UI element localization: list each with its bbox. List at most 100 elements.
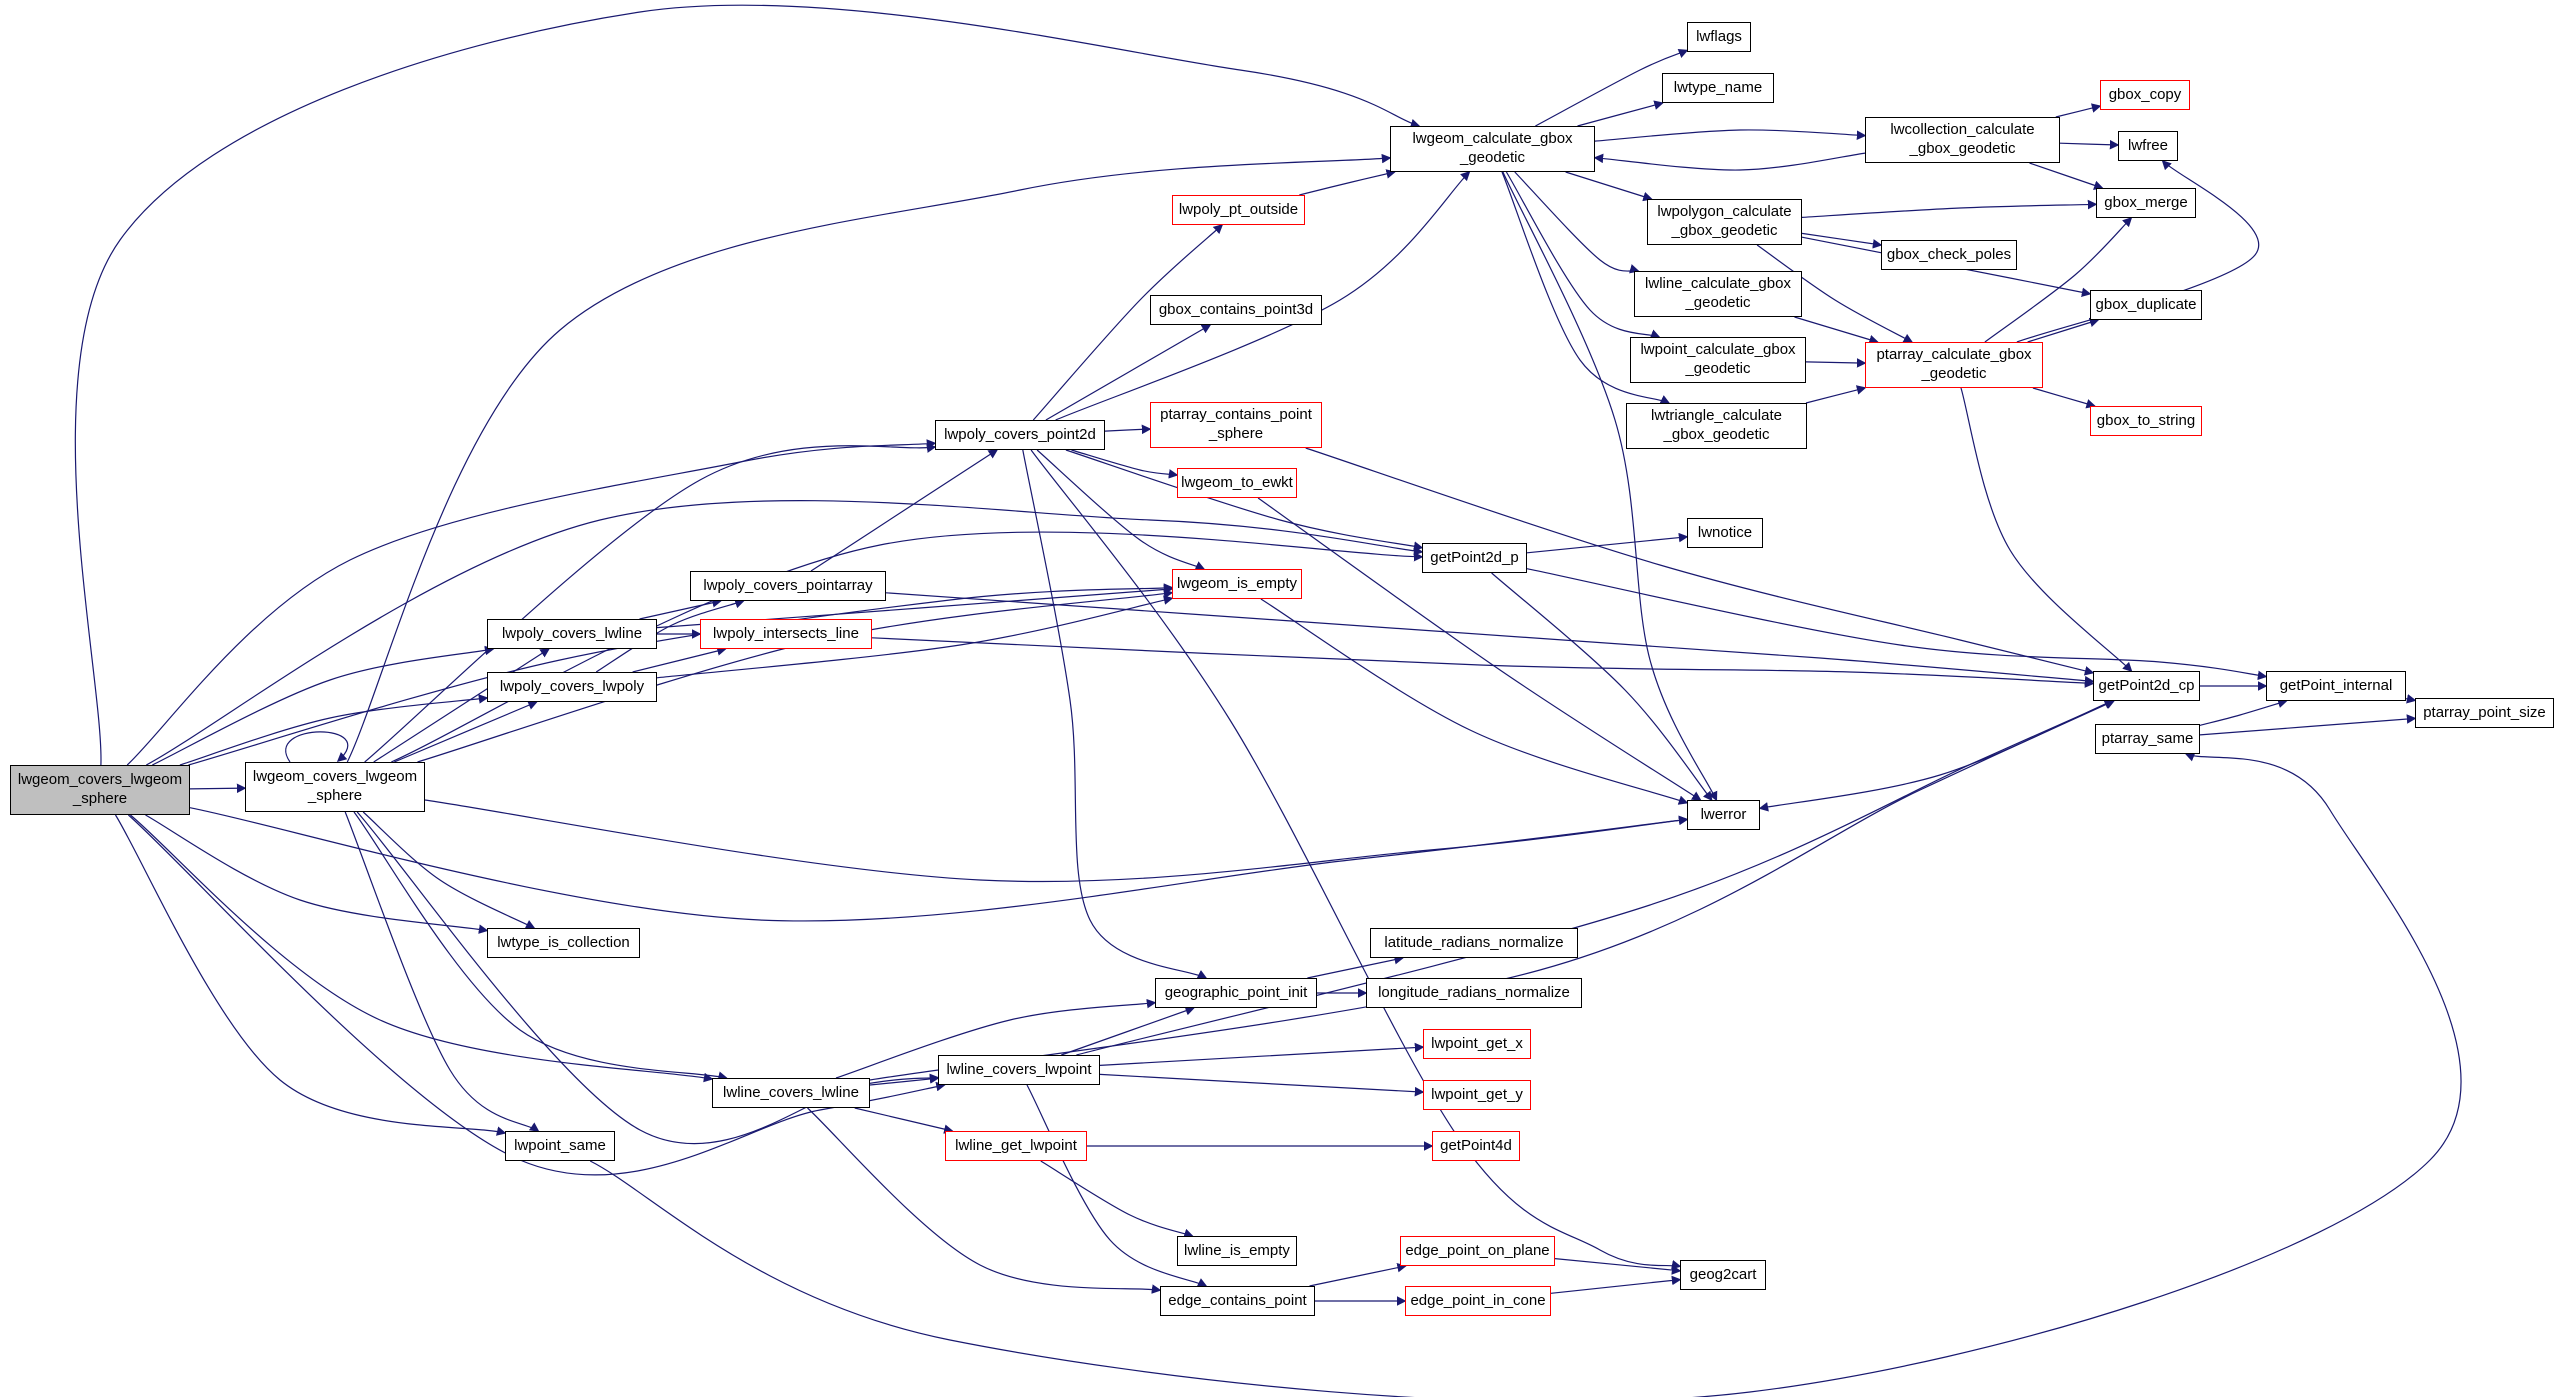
call-edge-pclp-pcpa [595, 599, 745, 673]
graph-node-pcp2d[interactable]: lwpoly_covers_point2d [935, 420, 1105, 450]
graph-node-gbox_merge[interactable]: gbox_merge [2096, 188, 2196, 218]
graph-node-gdup[interactable]: gbox_duplicate [2090, 290, 2202, 320]
graph-node-lptgg[interactable]: lwpoint_calculate_gbox _geodetic [1630, 337, 1806, 383]
graph-node-pcll[interactable]: lwpoly_covers_lwline [487, 619, 657, 649]
call-edge-ptgg-gdup [2027, 317, 2100, 343]
call-edge-c2-pcll [373, 648, 551, 763]
graph-node-ptgg[interactable]: ptarray_calculate_gbox _geodetic [1865, 342, 2043, 388]
call-edge-c1-pcll [152, 645, 495, 766]
graph-node-epop[interactable]: edge_point_on_plane [1400, 1236, 1555, 1266]
graph-node-ltic[interactable]: lwtype_is_collection [487, 928, 640, 958]
call-edge-lclp-ecp [1026, 1084, 1208, 1287]
call-edge-c2-lwerror [424, 799, 1689, 883]
call-edge-lps-ptsame [589, 752, 2462, 1397]
graph-node-c1[interactable]: lwgeom_covers_lwgeom _sphere [10, 765, 190, 815]
graph-node-lonn[interactable]: longitude_radians_normalize [1366, 978, 1582, 1008]
graph-node-lie[interactable]: lwline_is_empty [1177, 1236, 1297, 1266]
graph-node-g2s[interactable]: gbox_to_string [2090, 406, 2202, 436]
graph-node-gbox_copy[interactable]: gbox_copy [2100, 80, 2190, 110]
call-edge-c2-ltic [362, 811, 536, 929]
graph-node-ewkt[interactable]: lwgeom_to_ewkt [1177, 468, 1297, 498]
call-edge-pcpa-pcp2d [810, 449, 999, 572]
graph-node-pcpa[interactable]: lwpoly_covers_pointarray [690, 571, 886, 601]
graph-node-pclp[interactable]: lwpoly_covers_lwpoly [487, 672, 657, 702]
call-edge-c1-lclp [128, 814, 946, 1176]
graph-node-lpygg[interactable]: lwpolygon_calculate _gbox_geodetic [1647, 199, 1802, 245]
call-edge-lcgg-ltrgg [1501, 171, 1671, 404]
graph-node-gp4d[interactable]: getPoint4d [1432, 1131, 1520, 1161]
call-edge-lcgg-lwerror [1502, 171, 1718, 802]
graph-node-gcp3d[interactable]: gbox_contains_point3d [1150, 295, 1322, 325]
call-edge-pclp-lgie [656, 595, 1174, 679]
graph-node-lwtype_name[interactable]: lwtype_name [1662, 73, 1774, 103]
call-edge-epic-g2c [1550, 1275, 1682, 1294]
graph-node-lwfree[interactable]: lwfree [2118, 131, 2178, 161]
call-edge-c2-pclp [394, 700, 538, 763]
call-edge-pcpa-gp2dcp [885, 592, 2095, 686]
call-edge-c2-lps [344, 811, 540, 1132]
call-edge-c2-c2 [285, 731, 349, 763]
call-edge-c1-lgie [188, 583, 1174, 766]
graph-node-lwerror[interactable]: lwerror [1687, 800, 1760, 830]
graph-node-ltrgg[interactable]: lwtriangle_calculate _gbox_geodetic [1626, 403, 1807, 449]
graph-node-pcps[interactable]: ptarray_contains_point _sphere [1150, 402, 1322, 448]
graph-node-ecp[interactable]: edge_contains_point [1160, 1286, 1315, 1316]
graph-node-lcgg[interactable]: lwgeom_calculate_gbox _geodetic [1390, 126, 1595, 172]
graph-node-lclp[interactable]: lwline_covers_lwpoint [938, 1055, 1100, 1085]
call-edge-lcgg-lccgg [1594, 129, 1867, 142]
graph-node-gp2dp[interactable]: getPoint2d_p [1422, 543, 1527, 573]
graph-node-lglp[interactable]: lwline_get_lwpoint [945, 1131, 1087, 1161]
call-edge-lcgg-lptgg [1505, 171, 1661, 339]
call-edge-pcp2d-lppo [1032, 224, 1224, 421]
graph-node-lppo[interactable]: lwpoly_pt_outside [1172, 195, 1305, 225]
graph-node-epic[interactable]: edge_point_in_cone [1405, 1286, 1551, 1316]
call-edge-ptsame-gpint [2199, 698, 2288, 726]
call-edge-c1-pcp2d [126, 439, 937, 766]
call-edge-lccgg-lwfree [2059, 139, 2120, 150]
call-edge-ptsame-ptps [2199, 714, 2417, 736]
graph-node-lgie[interactable]: lwgeom_is_empty [1172, 569, 1302, 599]
call-edge-lcll-gp2dcp [869, 700, 2116, 1081]
call-edge-ptgg-lwfree [2016, 159, 2259, 343]
graph-node-gchkp[interactable]: gbox_check_poles [1881, 240, 2017, 270]
graph-node-c2[interactable]: lwgeom_covers_lwgeom _sphere [245, 762, 425, 812]
graph-node-lwnotice[interactable]: lwnotice [1687, 518, 1763, 548]
call-edge-lglp-lie [1040, 1160, 1194, 1238]
graph-node-gpi[interactable]: geographic_point_init [1155, 978, 1317, 1008]
call-edge-lcgg-lwtype_name [1577, 100, 1664, 127]
call-edge-gp2dp-gpint [1526, 568, 2268, 681]
graph-node-lcll[interactable]: lwline_covers_lwline [712, 1078, 870, 1108]
graph-node-pil[interactable]: lwpoly_intersects_line [700, 619, 872, 649]
call-edge-lclp-lgx [1099, 1042, 1425, 1066]
call-edge-lccgg-gbox_copy [2055, 103, 2102, 118]
call-edge-ptgg-gp2dcp [1960, 387, 2133, 673]
graph-node-ptsame[interactable]: ptarray_same [2095, 724, 2200, 754]
call-edge-lgie-lwerror [1260, 598, 1689, 805]
graph-node-ptps[interactable]: ptarray_point_size [2415, 698, 2554, 728]
graph-node-lccgg[interactable]: lwcollection_calculate _gbox_geodetic [1865, 117, 2060, 163]
call-edge-lpygg-gchkp [1801, 232, 1883, 249]
call-edge-ltrgg-ptgg [1805, 385, 1867, 404]
graph-node-g2c[interactable]: geog2cart [1680, 1260, 1766, 1290]
graph-node-lgx[interactable]: lwpoint_get_x [1423, 1029, 1531, 1059]
call-edge-lclp-lgy [1099, 1073, 1425, 1097]
call-edge-c2-lcgg [346, 153, 1392, 763]
call-edge-pcp2d-gp2dp [1065, 449, 1424, 551]
call-edge-gpi-latn [1307, 954, 1405, 979]
graph-node-lwflags[interactable]: lwflags [1687, 22, 1751, 52]
graph-node-llcgg[interactable]: lwline_calculate_gbox _geodetic [1634, 271, 1802, 317]
graph-node-lgy[interactable]: lwpoint_get_y [1423, 1080, 1531, 1110]
call-edge-lcll-ecp [807, 1107, 1162, 1294]
graph-node-latn[interactable]: latitude_radians_normalize [1370, 928, 1578, 958]
graph-node-gp2dcp[interactable]: getPoint2d_cp [2093, 671, 2200, 701]
call-edge-epop-g2c [1554, 1258, 1682, 1275]
graph-node-lps[interactable]: lwpoint_same [505, 1131, 615, 1161]
call-edge-ptgg-g2s [2032, 387, 2096, 409]
call-edge-c1-lcll [130, 814, 714, 1083]
call-edge-lcll-lclp [869, 1074, 940, 1086]
call-edge-c2-lclp [356, 811, 940, 1145]
graph-node-gpint[interactable]: getPoint_internal [2266, 671, 2406, 701]
call-edge-pcp2d-gpi [1022, 449, 1208, 979]
